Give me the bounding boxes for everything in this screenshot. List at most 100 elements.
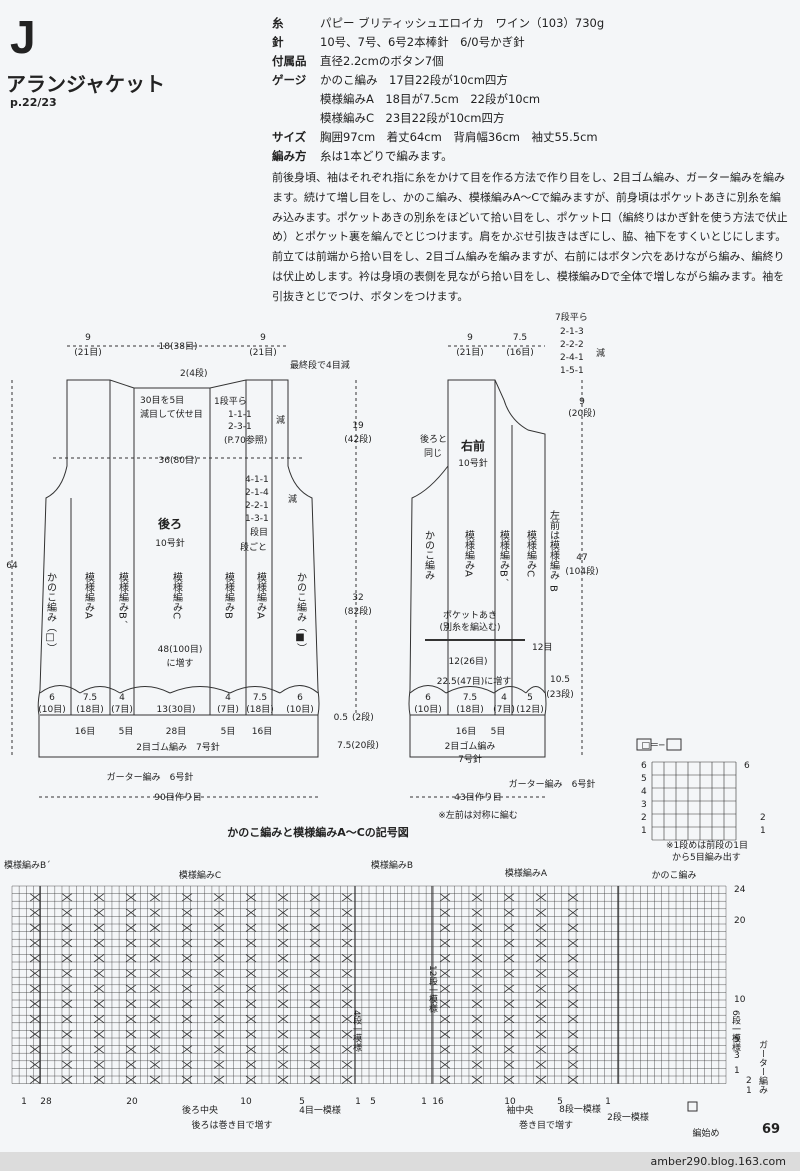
cable-cross-mark	[439, 1014, 451, 1024]
cable-cross-mark	[93, 908, 105, 917]
cable-cross-mark	[245, 893, 257, 902]
cable-cross-mark	[277, 999, 289, 1008]
back-height-82: (82段)	[344, 605, 371, 617]
front-top-16: (16目)	[506, 347, 533, 358]
cable-cross-mark	[93, 1014, 105, 1024]
front-pocket-w: 12(26目)	[449, 656, 488, 667]
back-neck-note-1: 30目を5目	[140, 395, 184, 406]
cable-cross-mark	[213, 893, 225, 902]
cable-cross-mark	[567, 1045, 579, 1054]
back-b13: 13(30目)	[157, 704, 196, 715]
cable-cross-mark	[149, 1075, 161, 1084]
back-neck-note-2: 減目して伏せ目	[140, 408, 203, 420]
cable-cross-mark	[277, 1045, 289, 1054]
cable-cross-mark	[213, 1060, 225, 1069]
chart-row-24: 24	[734, 885, 746, 895]
back-top-18: 18(38目)	[159, 341, 198, 352]
cable-cross-mark	[181, 969, 193, 978]
cable-cross-mark	[181, 923, 193, 932]
cable-cross-mark	[277, 938, 289, 948]
cable-cross-mark	[439, 938, 451, 948]
back-arm-4: 1-3-1	[245, 514, 269, 524]
cable-cross-mark	[341, 938, 353, 948]
back-b4r: 4	[225, 693, 231, 703]
chart-col-20: 20	[126, 1097, 138, 1107]
cable-cross-mark	[125, 893, 137, 902]
stitch-chart-grid	[11, 885, 727, 1084]
cable-cross-mark	[503, 908, 515, 917]
front-col-b: 模様編みB´	[498, 530, 510, 582]
cable-cross-mark	[535, 999, 547, 1008]
legend-empty-square	[636, 738, 652, 751]
chart-row-10: 10	[734, 995, 746, 1005]
back-height-42: (42段)	[344, 433, 371, 445]
cable-cross-mark	[309, 1045, 321, 1054]
cable-cross-mark	[309, 893, 321, 902]
back-b6r: 6	[297, 693, 303, 703]
front-rib-1: 2目ゴム編み	[445, 740, 496, 752]
chart-label-b2: 模様編みB´	[4, 859, 51, 871]
cable-cross-mark	[341, 908, 353, 917]
chart-row-1: 1	[734, 1066, 740, 1076]
cable-cross-mark	[567, 923, 579, 932]
back-c28: 28目	[166, 726, 186, 737]
cable-cross-mark	[29, 999, 41, 1008]
front-rib-2: 7号針	[458, 753, 482, 765]
cable-cross-mark	[213, 954, 225, 963]
cable-cross-mark	[149, 938, 161, 948]
cable-cross-mark	[213, 1075, 225, 1084]
front-column-labels: かのこ編み 模様編みA 模様編みB´ 模様編みC 左前は模様編み B	[423, 509, 560, 592]
cable-cross-mark	[125, 984, 137, 993]
cable-cross-mark	[567, 1014, 579, 1024]
spec-gauge-2: 模様編みA 18目が7.5cm 22段が10cm	[320, 92, 541, 106]
cable-cross-mark	[439, 954, 451, 963]
cable-cross-mark	[245, 938, 257, 948]
chart-col-1: 1	[21, 1097, 27, 1107]
pattern-code: J	[10, 11, 36, 63]
front-neck-3: 2-2-2	[560, 340, 584, 350]
front-f4: 4	[501, 693, 507, 703]
cable-cross-mark	[567, 984, 579, 993]
back-neck-dec-3: 2-3-1	[228, 422, 252, 432]
cable-cross-mark	[277, 969, 289, 978]
cable-cross-mark	[93, 969, 105, 978]
cable-cross-mark	[341, 969, 353, 978]
cable-cross-mark	[471, 999, 483, 1008]
chart-g2: 2	[746, 1076, 752, 1086]
cable-cross-mark	[277, 1075, 289, 1084]
cable-cross-mark	[29, 1075, 41, 1084]
cable-cross-mark	[503, 969, 515, 978]
cable-cross-mark	[341, 923, 353, 932]
cable-cross-mark	[245, 1075, 257, 1084]
cable-cross-mark	[93, 893, 105, 902]
back-height-32: 32	[352, 593, 363, 603]
front-inc: 22.5(47目)に増す	[437, 675, 512, 687]
chart-label-b: 模様編みB	[371, 859, 413, 871]
cable-cross-mark	[149, 1045, 161, 1054]
cable-cross-mark	[535, 1014, 547, 1024]
cable-cross-mark	[277, 908, 289, 917]
cable-cross-mark	[309, 923, 321, 932]
cable-cross-mark	[29, 1030, 41, 1039]
cable-cross-mark	[439, 1030, 451, 1039]
chart-sleeve-center: 袖中央	[506, 1104, 533, 1116]
cable-cross-mark	[471, 908, 483, 917]
cable-cross-mark	[471, 938, 483, 948]
cable-cross-mark	[93, 1060, 105, 1069]
back-b4: 4	[119, 693, 125, 703]
cable-cross-mark	[277, 984, 289, 993]
cable-cross-mark	[93, 954, 105, 963]
legend-note-1: ※1段めは前段の1目	[666, 839, 748, 851]
cable-cross-mark	[341, 1045, 353, 1054]
chart-col-5: 5	[299, 1097, 305, 1107]
chart-wrap2: 巻き目で増す	[519, 1119, 573, 1131]
front-col-c: 模様編みC	[525, 530, 537, 577]
cable-cross-mark	[149, 923, 161, 932]
back-b10r: (10目)	[286, 704, 313, 715]
instructions-text: 前後身頃、袖はそれぞれ指に糸をかけて目を作る方法で作り目をし、2目ゴム編み、ガー…	[272, 171, 788, 303]
back-c5r: 5目	[221, 726, 236, 737]
front-needle: 10号針	[458, 457, 487, 469]
back-arm-3: 2-2-1	[245, 501, 269, 511]
